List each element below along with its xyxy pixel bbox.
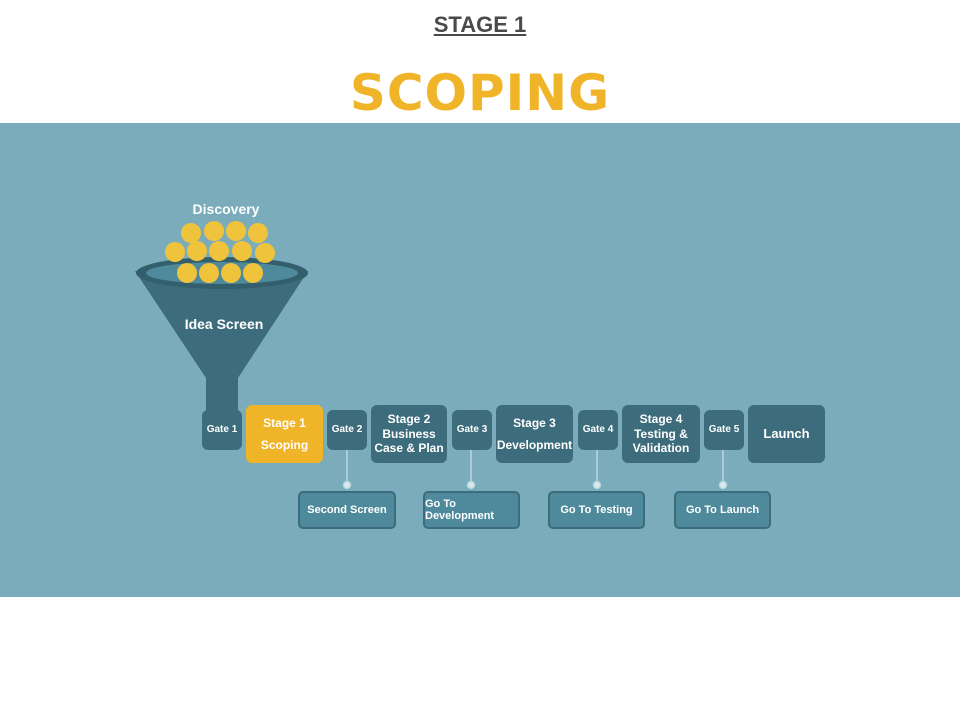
stage-4-box: Stage 4 Testing & Validation: [622, 405, 700, 463]
idea-coin: [209, 241, 229, 261]
stage-2-box: Stage 2 Business Case & Plan: [371, 405, 447, 463]
stage-2-subtitle: Business Case & Plan: [374, 426, 444, 456]
idea-coins: [165, 221, 275, 283]
stage-1-subtitle: Scoping: [260, 438, 309, 452]
gate-5: Gate 5: [704, 410, 744, 450]
stage-3-box: Stage 3 Development: [496, 405, 573, 463]
gate-3: Gate 3: [452, 410, 492, 450]
gate-1: Gate 1: [202, 410, 242, 450]
page-title: SCOPING: [349, 64, 611, 122]
second-screen-button[interactable]: Second Screen: [298, 491, 396, 529]
funnel-neck: [206, 377, 238, 413]
stage-1-title: Stage 1: [263, 415, 306, 430]
stage-3-subtitle: Development: [496, 438, 573, 452]
idea-coin: [199, 263, 219, 283]
process-panel: Discovery Idea Screen Gate 1 Gate 2 Gate…: [0, 123, 960, 597]
stage-2-title: Stage 2: [387, 412, 431, 427]
go-to-testing-button[interactable]: Go To Testing: [548, 491, 645, 529]
funnel-graphic: [135, 221, 308, 413]
idea-coin: [181, 223, 201, 243]
idea-coin: [177, 263, 197, 283]
stage-3-title: Stage 3: [513, 415, 556, 430]
idea-coin: [165, 242, 185, 262]
stage-label: STAGE 1: [433, 12, 527, 37]
funnel-middle-label: Idea Screen: [184, 316, 264, 332]
idea-coin: [248, 223, 268, 243]
stage-1-box: Stage 1 Scoping: [246, 405, 323, 463]
launch-box: Launch: [748, 405, 825, 463]
idea-coin: [232, 241, 252, 261]
gate-2: Gate 2: [327, 410, 367, 450]
go-to-launch-button[interactable]: Go To Launch: [674, 491, 771, 529]
idea-coin: [187, 241, 207, 261]
idea-coin: [204, 221, 224, 241]
gate-4: Gate 4: [578, 410, 618, 450]
idea-coin: [243, 263, 263, 283]
idea-coin: [255, 243, 275, 263]
funnel-top-label: Discovery: [192, 201, 260, 217]
idea-coin: [221, 263, 241, 283]
go-to-development-button[interactable]: Go To Development: [423, 491, 520, 529]
funnel-cone: [135, 271, 308, 378]
idea-coin: [226, 221, 246, 241]
stage-4-subtitle: Testing & Validation: [632, 426, 690, 456]
stage-4-title: Stage 4: [639, 412, 683, 427]
